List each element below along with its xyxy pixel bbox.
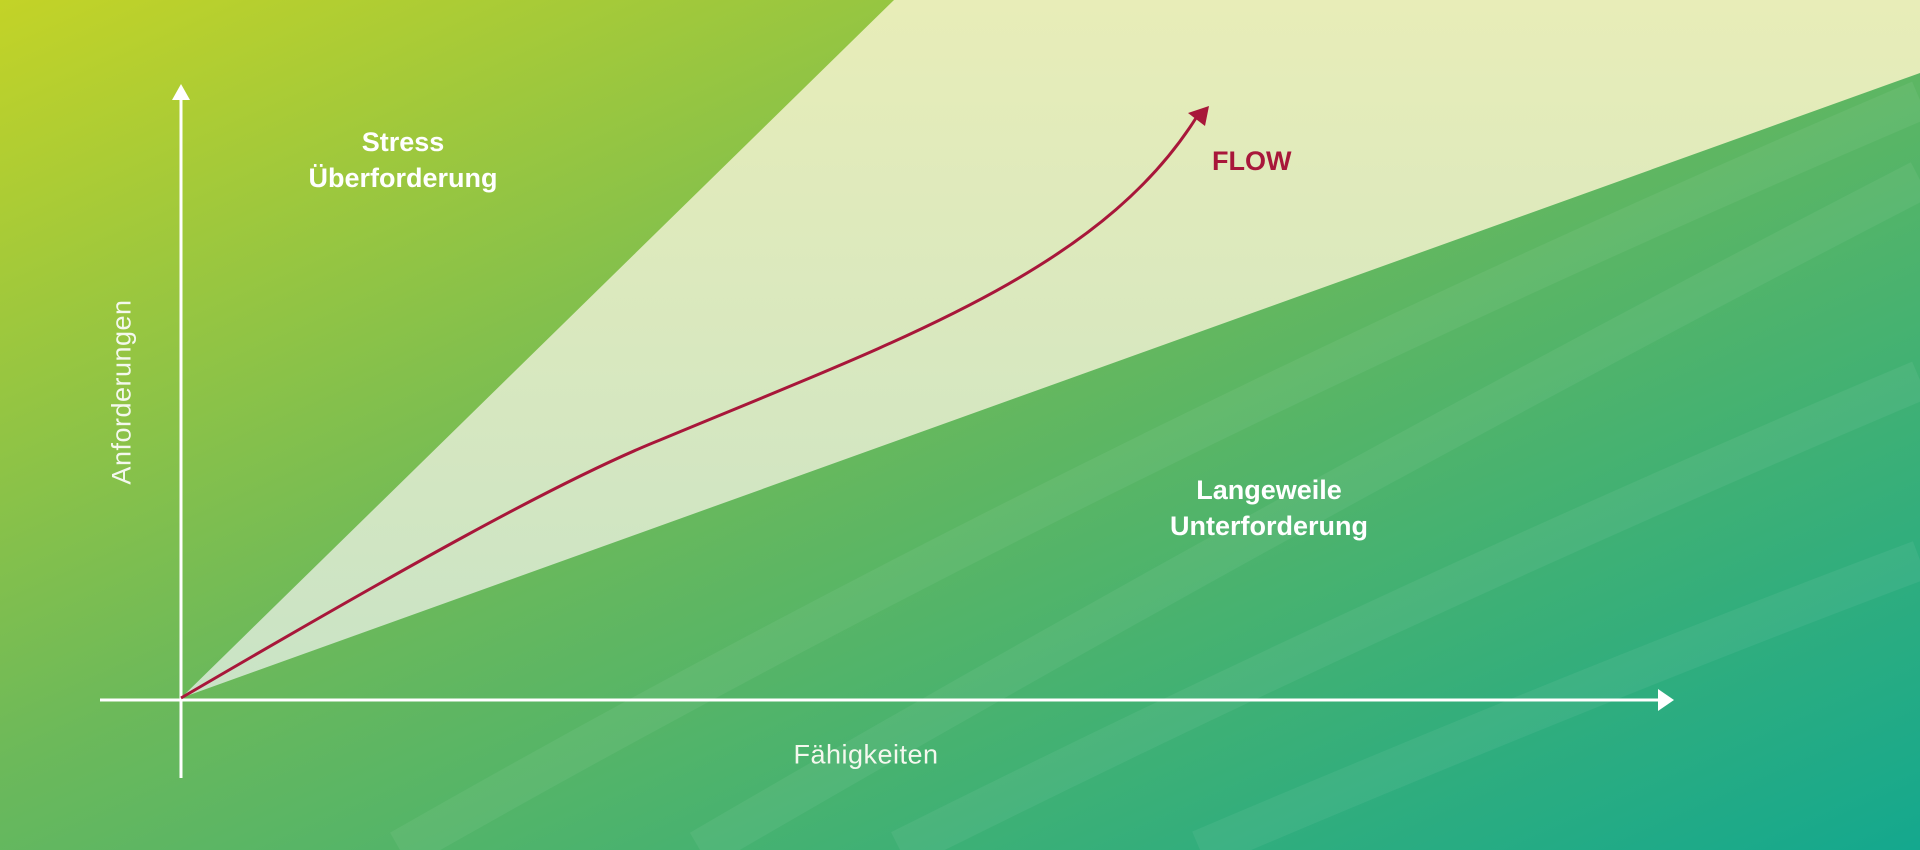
stress-label-line1: Stress [361,127,445,157]
y-axis-arrow-icon [172,84,190,100]
flow-arrow-icon [1188,106,1209,126]
y-axis [172,84,190,778]
x-axis-label: Fähigkeiten [793,739,939,770]
boredom-label: Langeweile Unterforderung [1170,472,1368,544]
flow-label: FLOW [1212,146,1292,176]
flow-curve [180,117,1198,700]
x-axis [100,689,1674,711]
background-waves [390,81,1920,850]
stress-label: Stress Überforderung [309,124,498,196]
x-axis-arrow-icon [1658,689,1674,711]
stress-label-line2: Überforderung [308,163,498,193]
y-axis-label: Anforderungen [106,299,137,485]
flow-band [181,0,1920,698]
boredom-label-line1: Langeweile [1196,475,1342,505]
boredom-label-line2: Unterforderung [1170,511,1368,541]
